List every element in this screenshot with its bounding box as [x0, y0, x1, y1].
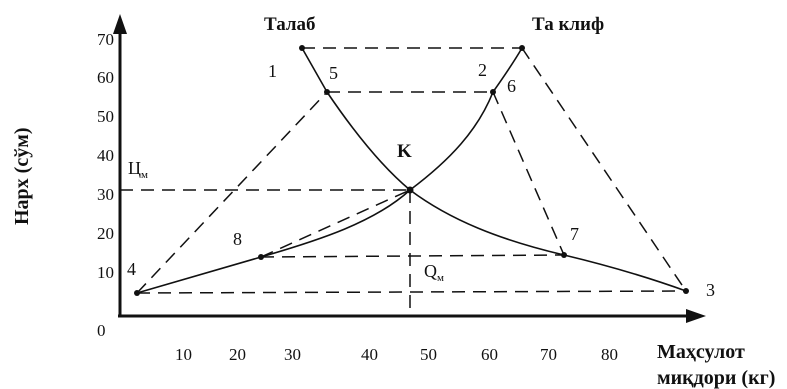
- y-tick-40: 40: [97, 146, 114, 165]
- y-axis-title: Нарх (сўм): [11, 128, 33, 226]
- point-2: [519, 45, 525, 51]
- x-tick-60: 60: [481, 345, 498, 364]
- point-label-2: 2: [478, 60, 487, 80]
- x-tick-70: 70: [540, 345, 557, 364]
- point-label-8: 8: [233, 229, 242, 249]
- dash-line-6-7: [492, 91, 565, 256]
- point-7: [561, 252, 567, 258]
- equilibrium-label-k: K: [397, 141, 412, 162]
- point-3: [683, 288, 689, 294]
- x-tick-10: 10: [175, 345, 192, 364]
- dash-line-4-5: [136, 91, 328, 294]
- x-tick-0: 0: [97, 321, 106, 340]
- supply-label: Та клиф: [532, 14, 604, 35]
- dash-line-8-7: [260, 254, 565, 258]
- x-tick-30: 30: [284, 345, 301, 364]
- equilibrium-quantity-label: Qм: [424, 261, 444, 284]
- y-axis-arrow: [113, 14, 127, 34]
- point-5: [324, 89, 330, 95]
- x-axis-title-line1: Маҳсулот: [657, 341, 745, 363]
- x-tick-40: 40: [361, 345, 378, 364]
- y-tick-30: 30: [97, 185, 114, 204]
- dash-line-8-k: [260, 189, 411, 258]
- x-tick-20: 20: [229, 345, 246, 364]
- point-8: [258, 254, 264, 260]
- point-label-6: 6: [507, 76, 516, 96]
- dashed-lines: [120, 47, 687, 316]
- y-tick-20: 20: [97, 224, 114, 243]
- point-label-7: 7: [570, 224, 579, 244]
- y-axis-ticks: 10 20 30 40 50 60 70: [97, 30, 114, 282]
- x-tick-50: 50: [420, 345, 437, 364]
- point-1: [299, 45, 305, 51]
- point-label-5: 5: [329, 63, 338, 83]
- y-tick-70: 70: [97, 30, 114, 49]
- point-label-4: 4: [127, 259, 136, 279]
- point-label-1: 1: [268, 61, 277, 81]
- y-tick-10: 10: [97, 263, 114, 282]
- x-axis-arrow: [686, 309, 706, 323]
- x-axis-title-line2: миқдори (кг): [657, 367, 775, 389]
- dash-line-4-3: [136, 290, 687, 294]
- y-tick-60: 60: [97, 68, 114, 87]
- points: [134, 45, 689, 296]
- y-tick-50: 50: [97, 107, 114, 126]
- point-6: [490, 89, 496, 95]
- x-tick-80: 80: [601, 345, 618, 364]
- point-4: [134, 290, 140, 296]
- point-label-3: 3: [706, 280, 715, 300]
- x-axis-ticks: 0 10 20 30 40 50 60 70 80: [97, 321, 618, 364]
- demand-curve: [301, 47, 687, 292]
- dash-line-2-3: [521, 47, 687, 292]
- point-k: [406, 186, 414, 194]
- supply-curve: [136, 47, 523, 294]
- demand-label: Талаб: [264, 14, 316, 35]
- equilibrium-price-label: Цм: [128, 158, 148, 181]
